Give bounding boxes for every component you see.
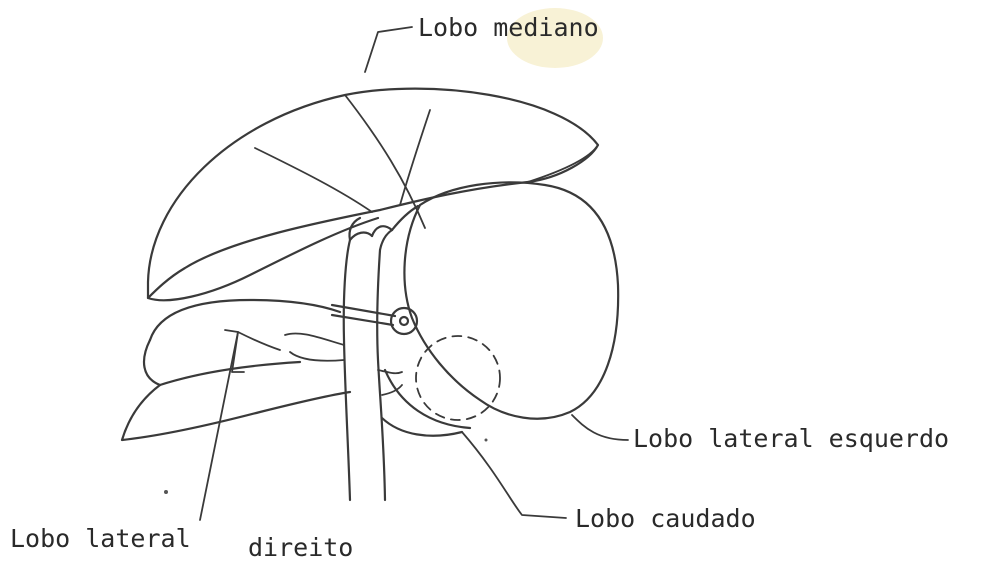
- caudate-lobe-outline: [382, 336, 500, 436]
- leader-left-lateral-lobe: [572, 415, 628, 440]
- ink-dot: [164, 490, 168, 494]
- portal-vessel: [225, 206, 418, 500]
- right-lateral-lobe-outline: [122, 300, 350, 440]
- label-lobo-lateral: Lobo lateral: [10, 526, 191, 551]
- leader-caudate-lobe: [462, 432, 566, 518]
- median-lobe-outline: [148, 89, 598, 301]
- label-lobo-caudado: Lobo caudado: [575, 506, 756, 531]
- label-direito: direito: [248, 535, 353, 560]
- leader-median-lobe: [365, 27, 412, 72]
- label-lobo-lateral-esquerdo: Lobo lateral esquerdo: [633, 426, 949, 451]
- ink-dot: [485, 439, 488, 442]
- label-lobo-mediano: Lobo mediano: [418, 15, 599, 40]
- left-lateral-lobe-outline: [404, 182, 618, 418]
